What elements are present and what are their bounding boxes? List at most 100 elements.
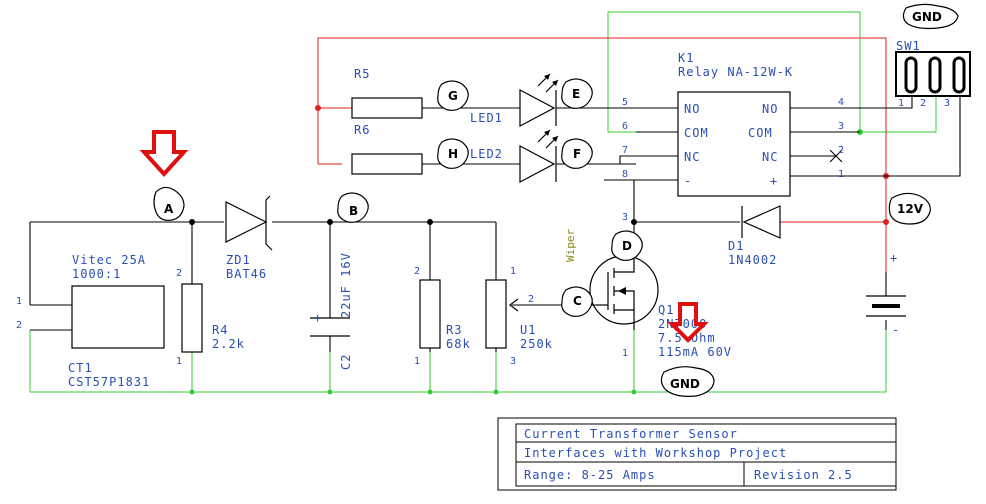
diode-d1: D1 1N4002 bbox=[728, 205, 781, 267]
annotation-e-text: E bbox=[572, 87, 580, 101]
annotation-f: F bbox=[561, 138, 593, 169]
switch-pin-1: 1 bbox=[898, 98, 904, 109]
switch-pin-2: 2 bbox=[920, 98, 926, 109]
relay-pin-num-7: 7 bbox=[622, 145, 628, 156]
led1-ref: LED1 bbox=[470, 111, 503, 125]
u1-ref: U1 bbox=[520, 323, 536, 337]
annotation-gnd-top: GND bbox=[902, 3, 959, 30]
annotation-gnd-bottom-text: GND bbox=[670, 377, 700, 391]
u1-pin-1: 1 bbox=[510, 266, 516, 277]
current-transformer-ct1: Vitec 25A 1000:1 CT1 CST57P1831 1 2 bbox=[16, 253, 165, 389]
marker-arrow-gnd bbox=[667, 302, 709, 343]
wiper-label: Wiper bbox=[564, 229, 577, 262]
q1-spec2: 115mA 60V bbox=[658, 345, 732, 359]
annotation-12v: 12V bbox=[888, 192, 931, 225]
annotation-a: A bbox=[153, 186, 185, 221]
relay-pin-num-6: 6 bbox=[622, 121, 628, 132]
mosfet-q1: Q1 2N7000 7.5 Ohm 115mA 60V 3 2 1 Wiper bbox=[564, 212, 732, 359]
annotation-d-text: D bbox=[622, 239, 632, 253]
switch-ref: SW1 bbox=[896, 39, 921, 53]
relay-pin-no-right: NO bbox=[762, 102, 778, 116]
c2-plus: + bbox=[314, 311, 322, 325]
marker-arrow-a bbox=[139, 130, 189, 177]
r4-pin-1: 1 bbox=[176, 356, 182, 367]
q1-pin-1: 1 bbox=[622, 348, 628, 359]
title-line2: Interfaces with Workshop Project bbox=[524, 446, 787, 460]
led2-ref: LED2 bbox=[470, 147, 503, 161]
relay-k1: K1 Relay NA-12W-K NO COM NC - NO COM NC … bbox=[622, 51, 860, 197]
annotation-c: C bbox=[561, 286, 593, 317]
title-revision: Revision 2.5 bbox=[754, 468, 853, 482]
ct-pin-2: 2 bbox=[16, 320, 22, 331]
relay-pin-nc-right: NC bbox=[762, 150, 778, 164]
battery-12v: + - bbox=[866, 251, 906, 337]
resistor-r4: R4 2.2k 2 1 bbox=[176, 268, 245, 367]
title-line1: Current Transformer Sensor bbox=[524, 427, 738, 441]
relay-pin-minus: - bbox=[684, 174, 692, 188]
relay-pin-nc-left: NC bbox=[684, 150, 700, 164]
annotation-f-text: F bbox=[573, 147, 581, 161]
switch-sw1: SW1 1 2 3 bbox=[895, 39, 971, 109]
relay-pin-num-3: 3 bbox=[838, 121, 844, 132]
resistor-r3: R3 68k 2 1 bbox=[414, 266, 471, 367]
relay-pin-com-right: COM bbox=[748, 126, 773, 140]
relay-pin-num-2: 2 bbox=[838, 145, 844, 156]
title-range: Range: 8-25 Amps bbox=[524, 468, 656, 482]
q1-ref: Q1 bbox=[658, 303, 674, 317]
potentiometer-u1: U1 250k 1 2 3 bbox=[485, 266, 553, 367]
u1-value: 250k bbox=[520, 337, 553, 351]
ct-ratio: 1000:1 bbox=[72, 267, 121, 281]
relay-pin-num-4: 4 bbox=[838, 97, 844, 108]
ct-value: CST57P1831 bbox=[68, 375, 150, 389]
led1: LED1 bbox=[470, 73, 559, 127]
r3-value: 68k bbox=[446, 337, 471, 351]
r6-ref: R6 bbox=[354, 123, 370, 137]
d1-ref: D1 bbox=[728, 239, 744, 253]
r3-ref: R3 bbox=[446, 323, 462, 337]
relay-pin-num-8: 8 bbox=[622, 169, 628, 180]
r4-value: 2.2k bbox=[212, 337, 245, 351]
capacitor-c2: + 22uF 16V C2 bbox=[310, 252, 353, 370]
annotation-gnd-top-text: GND bbox=[912, 10, 942, 24]
r4-pin-2: 2 bbox=[176, 268, 182, 279]
r3-pin-2: 2 bbox=[414, 266, 420, 277]
battery-minus: - bbox=[892, 323, 900, 337]
u1-pin-3: 3 bbox=[510, 356, 516, 367]
ground-net bbox=[29, 11, 937, 395]
led2: LED2 bbox=[470, 129, 559, 183]
annotation-gnd-bottom: GND bbox=[660, 366, 715, 397]
r4-ref: R4 bbox=[212, 323, 228, 337]
annotation-b: B bbox=[337, 192, 369, 223]
c2-value: 22uF 16V bbox=[339, 252, 353, 318]
annotation-12v-text: 12V bbox=[897, 202, 924, 216]
relay-pin-no-left: NO bbox=[684, 102, 700, 116]
ct-ref: CT1 bbox=[68, 361, 93, 375]
annotation-h: H bbox=[437, 138, 469, 169]
q1-pin-3: 3 bbox=[622, 212, 628, 223]
zd1-value: BAT46 bbox=[226, 267, 267, 281]
resistor-r5: R5 bbox=[351, 67, 423, 119]
d1-value: 1N4002 bbox=[728, 253, 777, 267]
switch-pin-3: 3 bbox=[944, 98, 950, 109]
annotation-a-text: A bbox=[164, 202, 174, 216]
c2-ref: C2 bbox=[339, 354, 353, 370]
annotation-b-text: B bbox=[349, 204, 358, 218]
title-block: Current Transformer Sensor Interfaces wi… bbox=[497, 417, 897, 491]
relay-pin-plus: + bbox=[770, 174, 778, 188]
ct-pin-1: 1 bbox=[16, 296, 22, 307]
battery-plus: + bbox=[890, 251, 898, 265]
relay-pin-num-1: 1 bbox=[838, 169, 844, 180]
zd1-ref: ZD1 bbox=[226, 253, 251, 267]
annotation-c-text: C bbox=[573, 294, 582, 308]
annotation-e: E bbox=[561, 78, 593, 109]
supply-net bbox=[315, 37, 889, 272]
r3-pin-1: 1 bbox=[414, 356, 420, 367]
resistor-r6: R6 bbox=[351, 123, 423, 175]
u1-pin-2: 2 bbox=[528, 294, 534, 305]
diode-zd1: ZD1 BAT46 bbox=[225, 195, 273, 281]
annotation-g: G bbox=[437, 80, 469, 111]
relay-pin-com-left: COM bbox=[684, 126, 709, 140]
relay-pin-num-5: 5 bbox=[622, 97, 628, 108]
annotation-g-text: G bbox=[448, 89, 458, 103]
relay-ref: K1 bbox=[678, 51, 694, 65]
